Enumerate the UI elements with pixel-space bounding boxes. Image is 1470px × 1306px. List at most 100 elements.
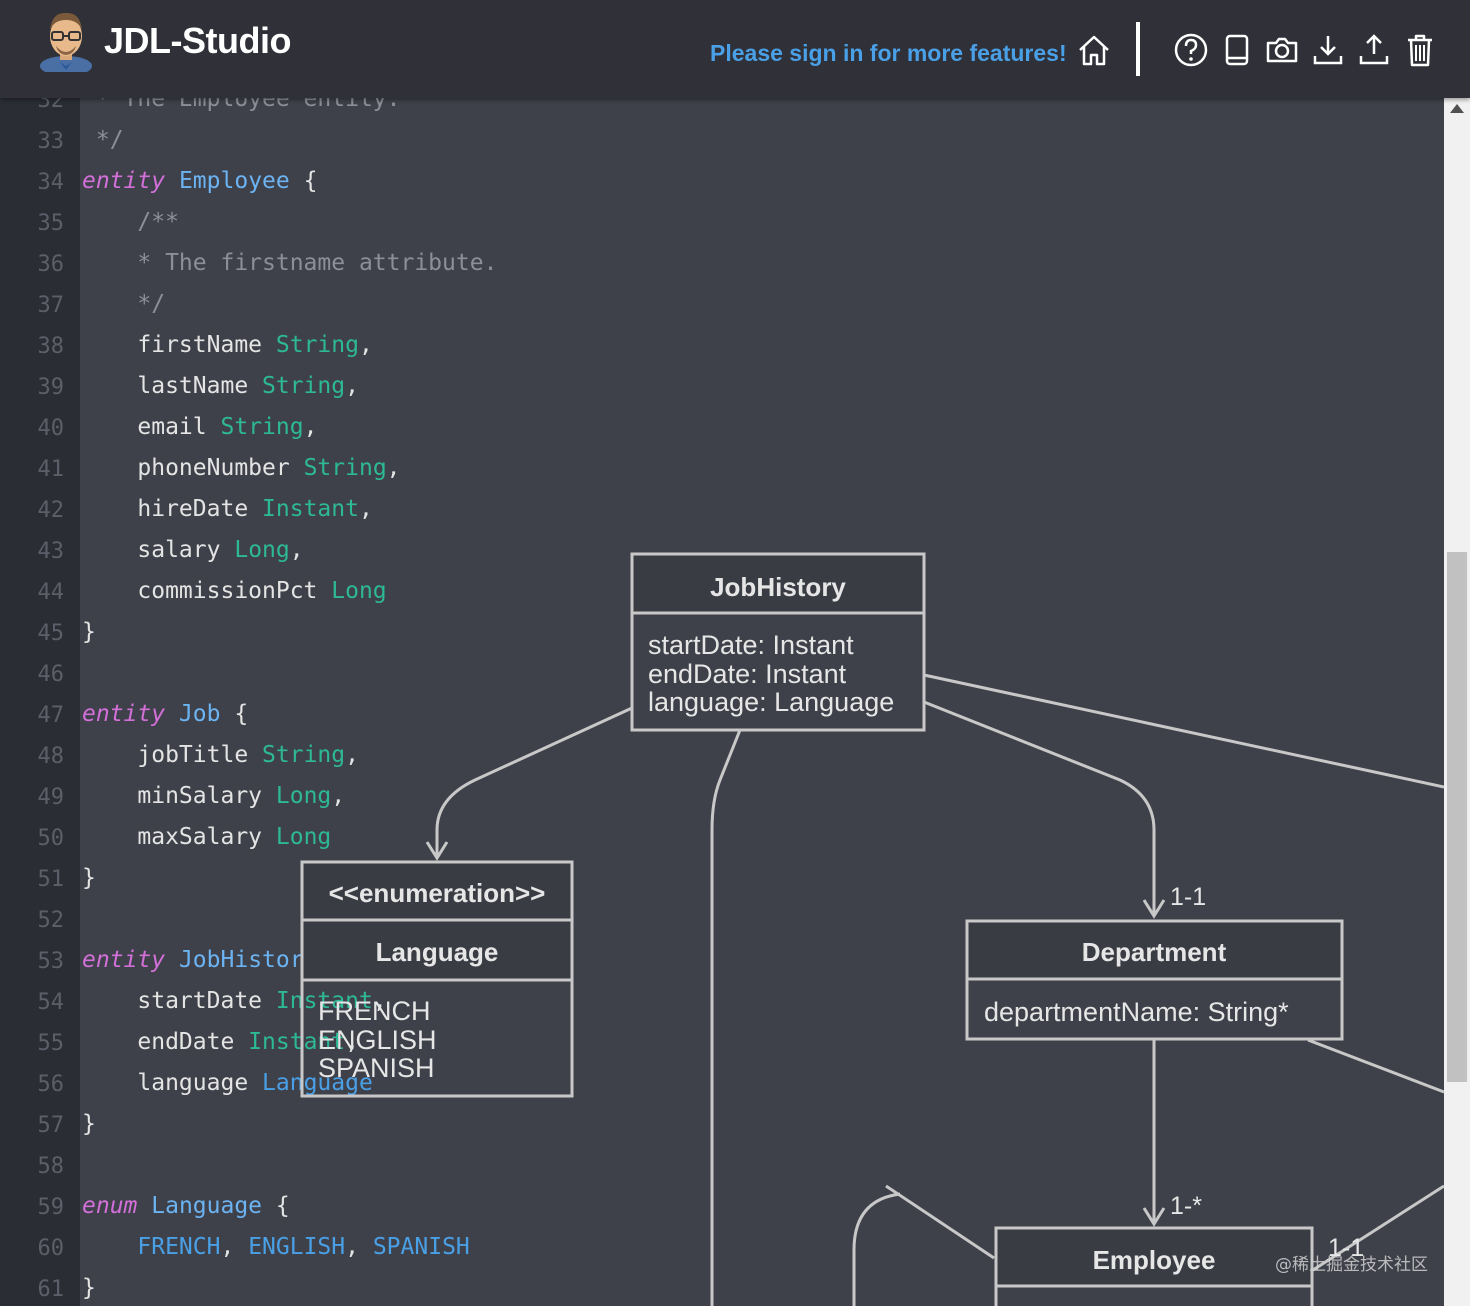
- field-name: firstName: [137, 332, 263, 358]
- line-number: 55: [37, 1031, 65, 1056]
- code-line-39[interactable]: lastName String,: [82, 373, 359, 399]
- code-line-54[interactable]: startDate Instant,: [82, 988, 386, 1014]
- jobhistory-node[interactable]: JobHistory startDate: Instant endDate: I…: [630, 552, 926, 732]
- trash-icon[interactable]: [1401, 30, 1439, 70]
- code-line-36[interactable]: * The firstname attribute.: [82, 250, 497, 276]
- upload-icon[interactable]: [1355, 30, 1393, 70]
- code-line-41[interactable]: phoneNumber String,: [82, 455, 401, 481]
- field-name: minSalary: [137, 783, 263, 809]
- jobhistory-attr: language: Language: [648, 687, 894, 717]
- avatar-logo: [38, 8, 94, 76]
- relationship-lines: [425, 673, 1444, 1306]
- line-number: 42: [37, 498, 65, 523]
- code-line-57[interactable]: }: [82, 1111, 96, 1137]
- code-line-45[interactable]: }: [82, 619, 96, 645]
- code-line-37[interactable]: */: [82, 291, 165, 317]
- enum-value: ENGLISH: [318, 1025, 437, 1055]
- camera-icon[interactable]: [1263, 30, 1301, 70]
- home-icon[interactable]: [1075, 30, 1113, 70]
- punct: ,: [386, 455, 401, 481]
- brace: {: [262, 1193, 290, 1219]
- code-line-51[interactable]: }: [82, 865, 96, 891]
- line-number: 33: [37, 129, 65, 154]
- field-type: Instant: [275, 988, 373, 1014]
- punct: ,: [289, 537, 304, 563]
- code-line-49[interactable]: minSalary Long,: [82, 783, 345, 809]
- field-name: commissionPct: [137, 578, 318, 604]
- brace: {: [289, 168, 318, 194]
- punct: ,: [220, 1234, 249, 1260]
- code-line-47[interactable]: entity Job {: [82, 701, 248, 727]
- code-line-40[interactable]: email String,: [82, 414, 317, 440]
- employee-node[interactable]: Employee: [994, 1226, 1314, 1306]
- line-number: 50: [37, 826, 65, 851]
- code-line-55[interactable]: endDate Instant,: [82, 1029, 359, 1055]
- code-line-33[interactable]: */: [82, 127, 124, 153]
- code-line-56[interactable]: language Language: [82, 1070, 373, 1096]
- code-line-59[interactable]: enum Language {: [82, 1193, 290, 1219]
- comment: */: [82, 291, 166, 317]
- employee-title: Employee: [1093, 1245, 1216, 1275]
- language-enum-node[interactable]: <<enumeration>> Language FRENCH ENGLISH …: [300, 860, 574, 1098]
- line-number: 48: [37, 744, 65, 769]
- scroll-up-arrow[interactable]: [1450, 104, 1464, 113]
- code-line-42[interactable]: hireDate Instant,: [82, 496, 372, 522]
- line-number: 38: [37, 334, 65, 359]
- field-name: phoneNumber: [137, 455, 290, 481]
- entity-name: JobHistory: [178, 947, 318, 973]
- jobhistory-attr: endDate: Instant: [648, 659, 847, 689]
- brace: }: [82, 865, 96, 891]
- code-line-44[interactable]: commissionPct Long: [82, 578, 386, 604]
- line-number: 35: [37, 211, 65, 236]
- keyword: entity: [82, 168, 166, 194]
- field-type: String: [262, 742, 346, 768]
- line-number: 49: [37, 785, 65, 810]
- comment: /**: [82, 209, 179, 235]
- code-line-50[interactable]: maxSalary Long: [82, 824, 331, 850]
- help-icon[interactable]: [1172, 30, 1210, 70]
- enum-stereotype: <<enumeration>>: [329, 878, 546, 908]
- code-line-38[interactable]: firstName String,: [82, 332, 373, 358]
- field-name: language: [137, 1070, 249, 1096]
- punct: ,: [345, 1029, 359, 1055]
- field-name: endDate: [137, 1029, 235, 1055]
- scrollbar-thumb[interactable]: [1447, 552, 1467, 1082]
- punct: ,: [358, 332, 373, 358]
- line-number: 45: [37, 621, 65, 646]
- field-type: String: [220, 414, 304, 440]
- line-number: 60: [37, 1236, 65, 1261]
- line-number: 40: [37, 416, 65, 441]
- line-number: 53: [37, 949, 65, 974]
- field-type: Long: [234, 537, 290, 563]
- download-icon[interactable]: [1309, 30, 1347, 70]
- brace: }: [82, 1275, 96, 1301]
- field-type: Language: [262, 1070, 373, 1096]
- line-number-gutter: [0, 98, 80, 1306]
- code-line-48[interactable]: jobTitle String,: [82, 742, 359, 768]
- line-number: 51: [37, 867, 65, 892]
- comment: * The firstname attribute.: [82, 250, 498, 276]
- multiplicity-label: 1-1: [1328, 1234, 1364, 1262]
- punct: ,: [345, 373, 359, 399]
- book-icon[interactable]: [1218, 30, 1256, 70]
- code-line-43[interactable]: salary Long,: [82, 537, 304, 563]
- code-line-35[interactable]: /**: [82, 209, 179, 235]
- entity-name: Job: [178, 701, 221, 727]
- code-line-61[interactable]: }: [82, 1275, 96, 1301]
- line-number: 57: [37, 1113, 65, 1138]
- enum-value: ENGLISH: [248, 1234, 346, 1260]
- sign-in-link[interactable]: Please sign in for more features!: [710, 40, 1067, 66]
- code-line-60[interactable]: FRENCH, ENGLISH, SPANISH: [82, 1234, 469, 1260]
- field-name: lastName: [137, 373, 249, 399]
- line-number: 52: [37, 908, 65, 933]
- field-name: jobTitle: [137, 742, 249, 768]
- line-number: 59: [37, 1195, 65, 1220]
- code-line-34[interactable]: entity Employee {: [82, 168, 317, 194]
- line-number: 36: [37, 252, 65, 277]
- field-type: Long: [275, 783, 332, 809]
- department-node[interactable]: Department departmentName: String*: [965, 919, 1344, 1041]
- watermark: @稀土掘金技术社区: [1275, 1255, 1428, 1275]
- line-number: 39: [37, 375, 65, 400]
- field-type: String: [262, 373, 346, 399]
